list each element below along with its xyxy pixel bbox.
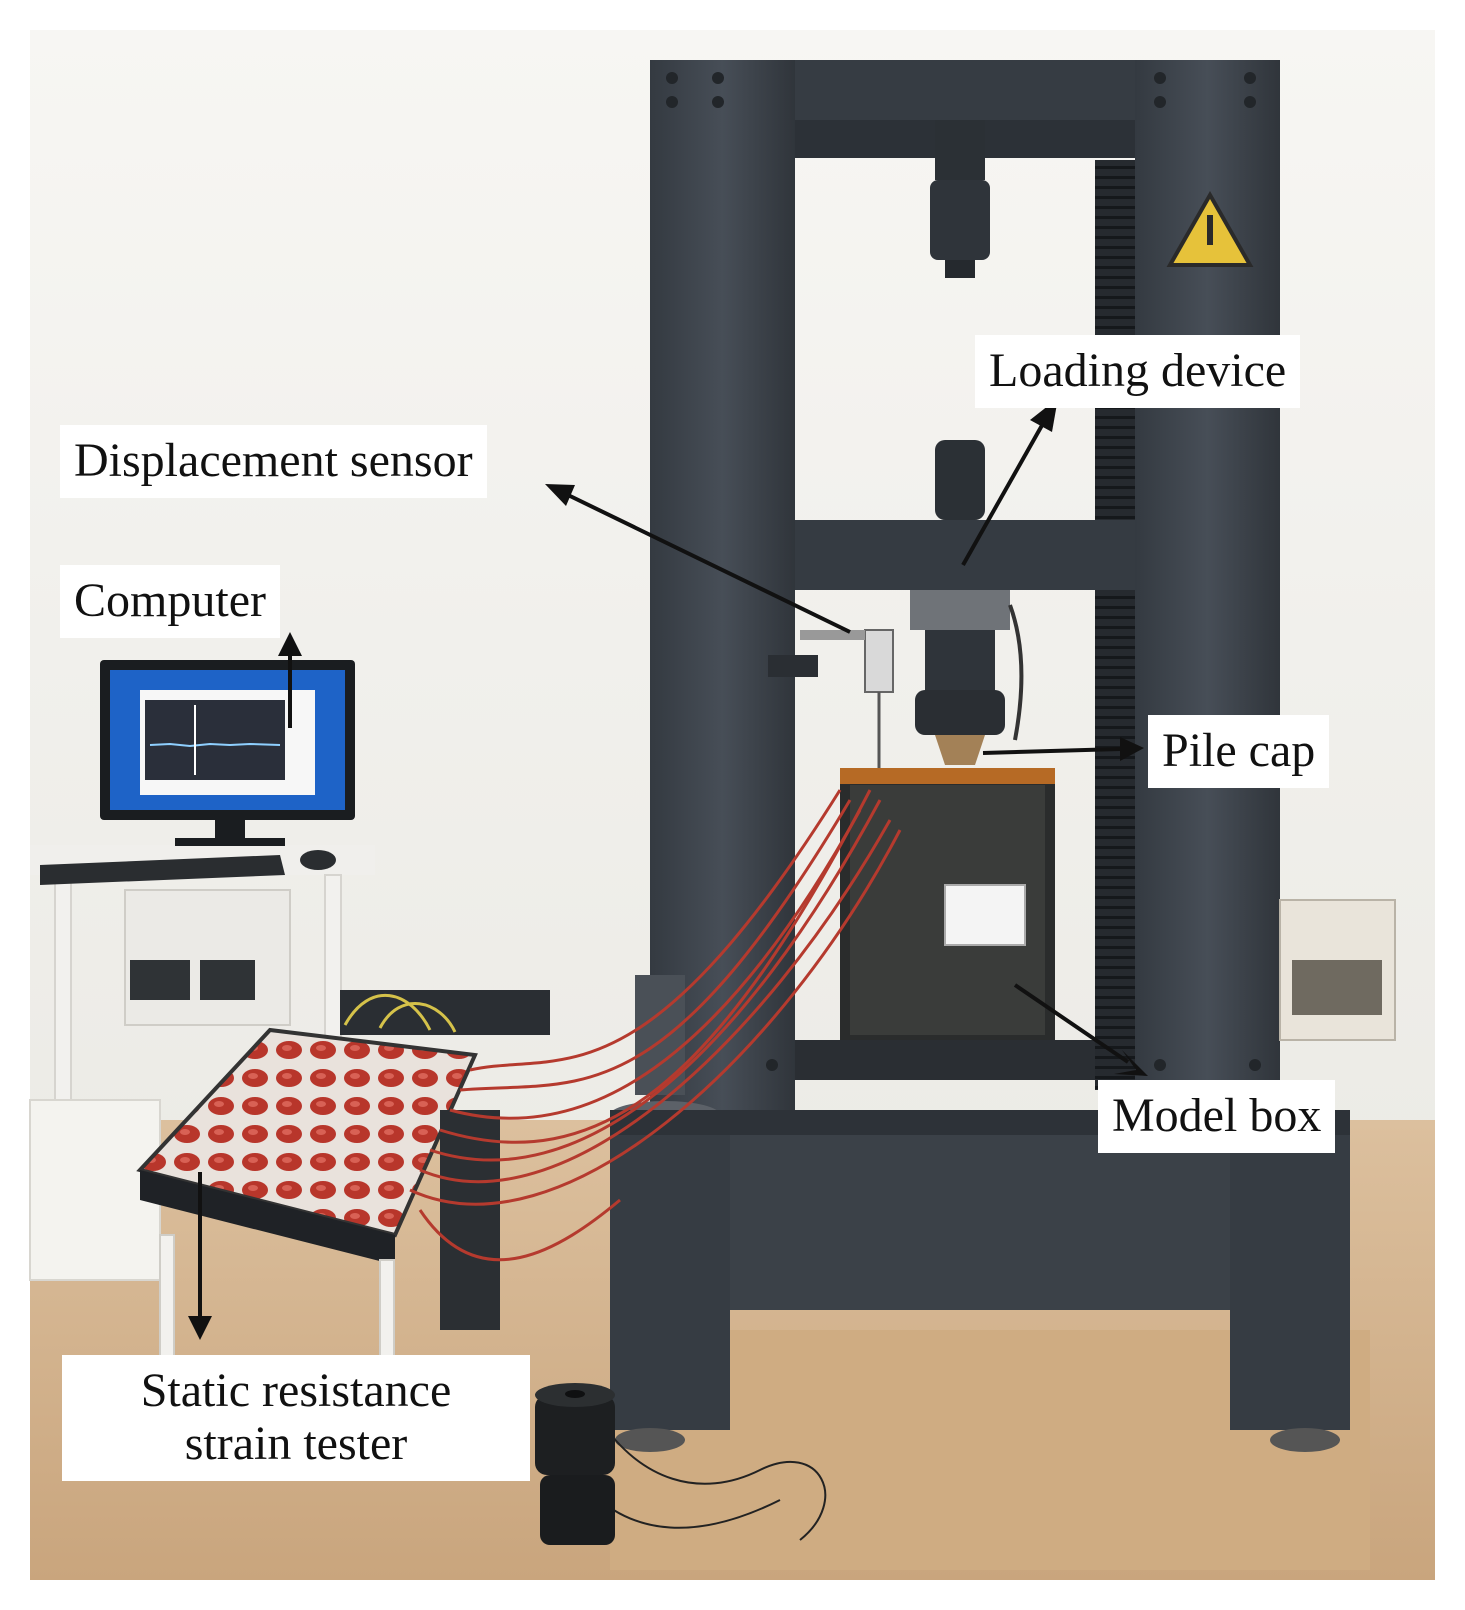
label-computer: Computer bbox=[60, 565, 280, 638]
label-displacement-sensor: Displacement sensor bbox=[60, 425, 487, 498]
label-static-resistance-strain-tester: Static resistance strain tester bbox=[62, 1355, 530, 1481]
label-static-resistance-line2: strain tester bbox=[184, 1416, 408, 1470]
label-loading-device: Loading device bbox=[975, 335, 1301, 408]
label-pile-cap: Pile cap bbox=[1148, 715, 1330, 788]
label-static-resistance-line1: Static resistance bbox=[140, 1364, 452, 1417]
label-model-box: Model box bbox=[1098, 1080, 1336, 1153]
